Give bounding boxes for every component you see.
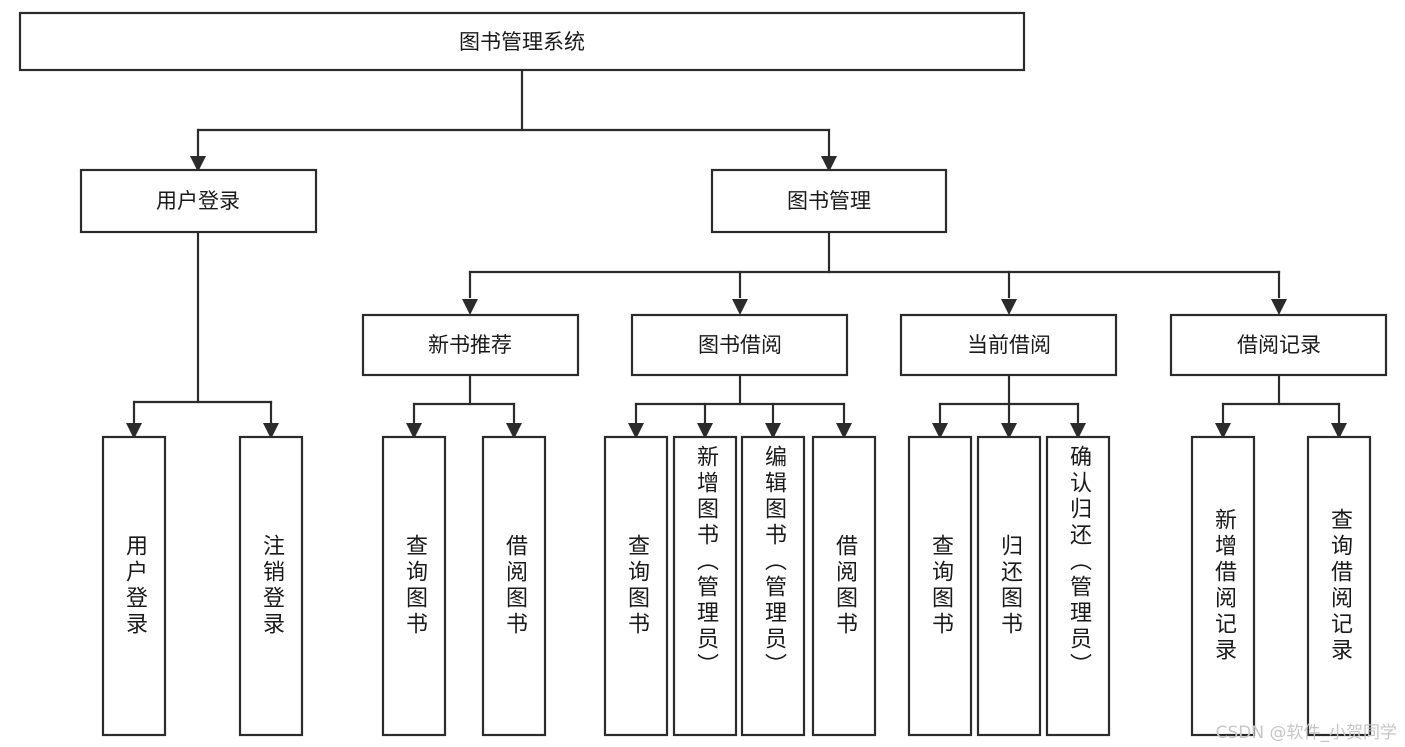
node-new-book-recommend-box[interactable] (361, 313, 580, 377)
csdn-watermark: CSDN @软件_小贺同学 (1215, 723, 1397, 743)
leaf-add-book[interactable]: 新增图书（管理员） (672, 435, 738, 737)
leaf-add-record-label: 新增借阅记录 (1211, 508, 1236, 664)
leaf-query-book-3-label: 查询图书 (928, 534, 953, 638)
leaf-query-record-label: 查询借阅记录 (1327, 508, 1352, 664)
leaf-edit-book-box[interactable] (740, 435, 806, 737)
node-user-login[interactable]: 用户登录 (79, 168, 318, 234)
leaf-edit-book-label: 编辑图书（管理员） (761, 445, 786, 679)
leaf-query-book-2-box[interactable] (603, 435, 669, 737)
node-user-login-box[interactable] (79, 168, 318, 234)
node-root[interactable]: 图书管理系统 (18, 11, 1026, 72)
leaf-query-book-3-text-area: 查询图书 (928, 534, 953, 638)
leaf-query-book-2[interactable]: 查询图书 (603, 435, 669, 737)
leaf-borrow-book-1-box[interactable] (481, 435, 547, 737)
leaf-add-book-text-area: 新增图书（管理员） (693, 445, 718, 679)
arrowhead-to-records (1271, 299, 1287, 315)
leaf-confirm-return[interactable]: 确认归还（管理员） (1045, 435, 1111, 737)
leaf-logout-text-area: 注销登录 (259, 534, 284, 638)
leaf-borrow-book-1[interactable]: 借阅图书 (481, 435, 547, 737)
leaf-query-record-box[interactable] (1306, 435, 1372, 737)
leaf-borrow-book-2-label: 借阅图书 (832, 534, 857, 638)
leaf-borrow-book-2-box[interactable] (811, 435, 877, 737)
leaf-query-record-text-area: 查询借阅记录 (1327, 508, 1352, 664)
leaf-logout-box[interactable] (238, 435, 304, 737)
leaf-user-login-text-area: 用户登录 (122, 534, 147, 638)
arrowhead-to-new-book (462, 299, 478, 315)
leaf-user-login[interactable]: 用户登录 (101, 435, 167, 737)
leaf-edit-book[interactable]: 编辑图书（管理员） (740, 435, 806, 737)
leaf-user-login-label: 用户登录 (122, 534, 147, 638)
leaf-borrow-book-2[interactable]: 借阅图书 (811, 435, 877, 737)
node-borrow-records-box[interactable] (1169, 313, 1388, 377)
leaf-return-book-box[interactable] (976, 435, 1042, 737)
node-new-book-recommend-label: 新书推荐 (428, 333, 512, 357)
node-current-borrow-box[interactable] (899, 313, 1118, 377)
leaf-edit-book-text-area: 编辑图书（管理员） (761, 445, 786, 679)
leaf-user-login-box[interactable] (101, 435, 167, 737)
leaf-query-book-1-label: 查询图书 (402, 534, 427, 638)
leaf-logout-label: 注销登录 (259, 534, 284, 638)
node-root-label: 图书管理系统 (459, 30, 585, 54)
leaf-add-book-label: 新增图书（管理员） (693, 445, 718, 679)
leaf-query-book-2-label: 查询图书 (624, 534, 649, 638)
leaf-borrow-book-1-label: 借阅图书 (502, 534, 527, 638)
node-book-borrow-label: 图书借阅 (698, 333, 782, 357)
node-book-borrow-box[interactable] (630, 313, 849, 377)
connectors (126, 68, 1347, 439)
arrowhead-to-current (1001, 299, 1017, 315)
leaf-add-record-text-area: 新增借阅记录 (1211, 508, 1236, 664)
leaf-query-record[interactable]: 查询借阅记录 (1306, 435, 1372, 737)
node-book-borrow[interactable]: 图书借阅 (630, 313, 849, 377)
leaf-add-record-box[interactable] (1190, 435, 1256, 737)
node-current-borrow-label: 当前借阅 (967, 333, 1051, 357)
leaf-return-book-label: 归还图书 (997, 534, 1022, 638)
arrowhead-to-borrow (732, 299, 748, 315)
node-user-login-label: 用户登录 (156, 189, 240, 213)
node-new-book-recommend[interactable]: 新书推荐 (361, 313, 580, 377)
leaf-return-book[interactable]: 归还图书 (976, 435, 1042, 737)
leaf-return-book-text-area: 归还图书 (997, 534, 1022, 638)
leaf-borrow-book-2-text-area: 借阅图书 (832, 534, 857, 638)
node-book-management-label: 图书管理 (787, 189, 871, 213)
node-book-management-box[interactable] (710, 168, 948, 234)
leaf-query-book-3-box[interactable] (907, 435, 973, 737)
leaf-query-book-1-text-area: 查询图书 (402, 534, 427, 638)
leaf-add-record[interactable]: 新增借阅记录 (1190, 435, 1256, 737)
leaf-logout[interactable]: 注销登录 (238, 435, 304, 737)
leaf-confirm-return-box[interactable] (1045, 435, 1111, 737)
leaf-borrow-book-1-text-area: 借阅图书 (502, 534, 527, 638)
leaf-add-book-box[interactable] (672, 435, 738, 737)
node-borrow-records[interactable]: 借阅记录 (1169, 313, 1388, 377)
leaf-query-book-1[interactable]: 查询图书 (381, 435, 447, 737)
leaf-confirm-return-label: 确认归还（管理员） (1066, 445, 1091, 679)
node-book-management[interactable]: 图书管理 (710, 168, 948, 234)
leaf-confirm-return-text-area: 确认归还（管理员） (1066, 445, 1091, 679)
node-root-box[interactable] (18, 11, 1026, 72)
leaf-query-book-1-box[interactable] (381, 435, 447, 737)
leaf-query-book-3[interactable]: 查询图书 (907, 435, 973, 737)
node-borrow-records-label: 借阅记录 (1237, 333, 1321, 357)
node-current-borrow[interactable]: 当前借阅 (899, 313, 1118, 377)
leaf-query-book-2-text-area: 查询图书 (624, 534, 649, 638)
